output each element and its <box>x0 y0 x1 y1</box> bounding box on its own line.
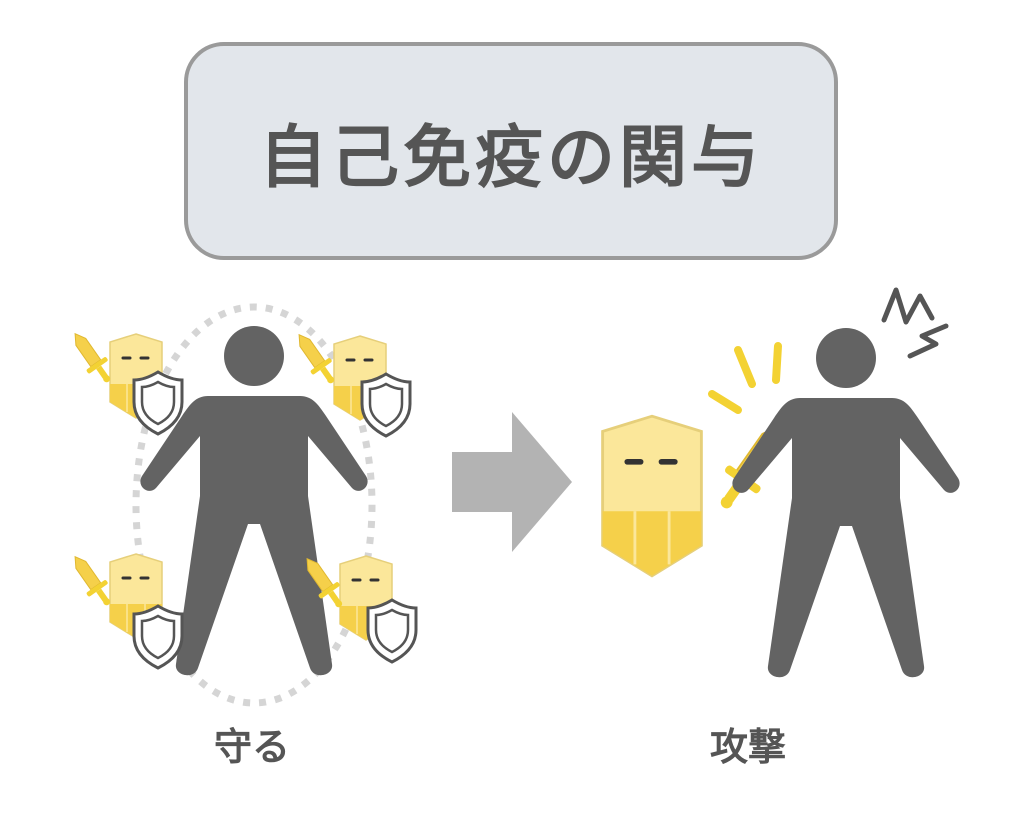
anger-mark-icon <box>907 323 949 359</box>
guard-shield-icon <box>132 604 184 670</box>
shield-cell-icon <box>603 416 702 576</box>
impact-lines-icon <box>708 342 782 414</box>
diagram-title: 自己免疫の関与 <box>258 118 763 198</box>
arrow-right-icon <box>452 412 572 552</box>
protect-label: 守る <box>213 725 290 769</box>
person-icon <box>732 328 960 678</box>
protection-ring <box>132 303 376 707</box>
anger-mark-icon <box>881 287 935 325</box>
title-box: 自己免疫の関与 <box>184 42 838 260</box>
guard-shield-icon <box>132 370 184 436</box>
guard-shield-icon <box>360 372 412 438</box>
guard-shield-icon <box>366 598 418 664</box>
attack-label: 攻撃 <box>709 725 786 769</box>
